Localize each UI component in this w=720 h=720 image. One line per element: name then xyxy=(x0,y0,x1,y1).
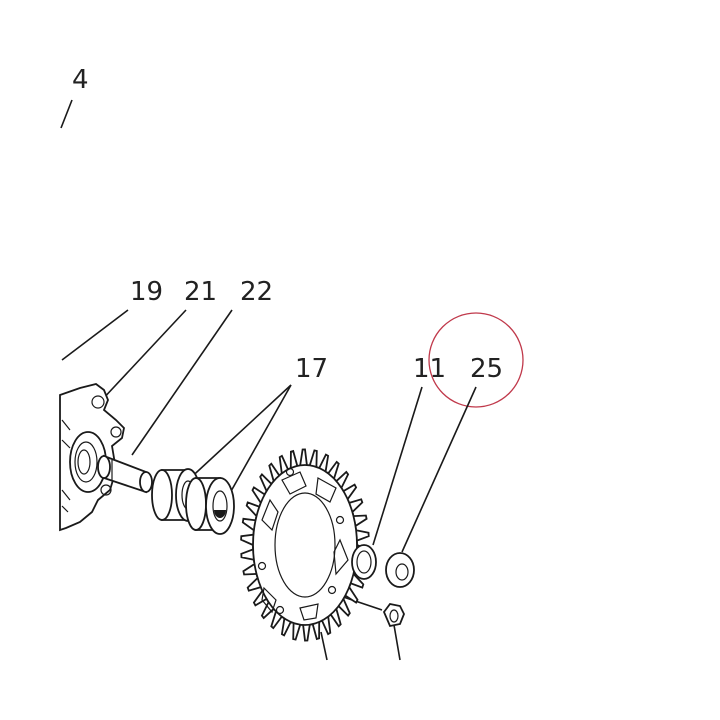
sprocket xyxy=(240,448,370,642)
leader-17a xyxy=(184,384,292,484)
callout-4: 4 xyxy=(72,65,89,95)
leader-22 xyxy=(131,309,233,456)
nut xyxy=(382,603,405,628)
wheel-hub xyxy=(59,383,125,532)
callout-19: 19 xyxy=(130,277,163,307)
leader-bottom-2 xyxy=(393,624,401,661)
callout-21: 21 xyxy=(184,277,217,307)
callout-17: 17 xyxy=(295,354,328,384)
leader-11 xyxy=(372,386,423,546)
leader-bottom-1 xyxy=(320,631,328,661)
leader-21 xyxy=(99,309,187,403)
circlip xyxy=(351,544,377,580)
leader-25 xyxy=(401,386,477,553)
leader-4 xyxy=(60,99,73,129)
highlight-circle xyxy=(428,312,524,408)
spacer-sleeve xyxy=(97,454,153,494)
callout-22: 22 xyxy=(240,277,273,307)
bearing-right xyxy=(185,477,235,535)
leader-17b xyxy=(229,384,292,494)
leader-19 xyxy=(61,309,129,361)
callout-25: 25 xyxy=(470,354,503,384)
washer xyxy=(385,552,415,588)
